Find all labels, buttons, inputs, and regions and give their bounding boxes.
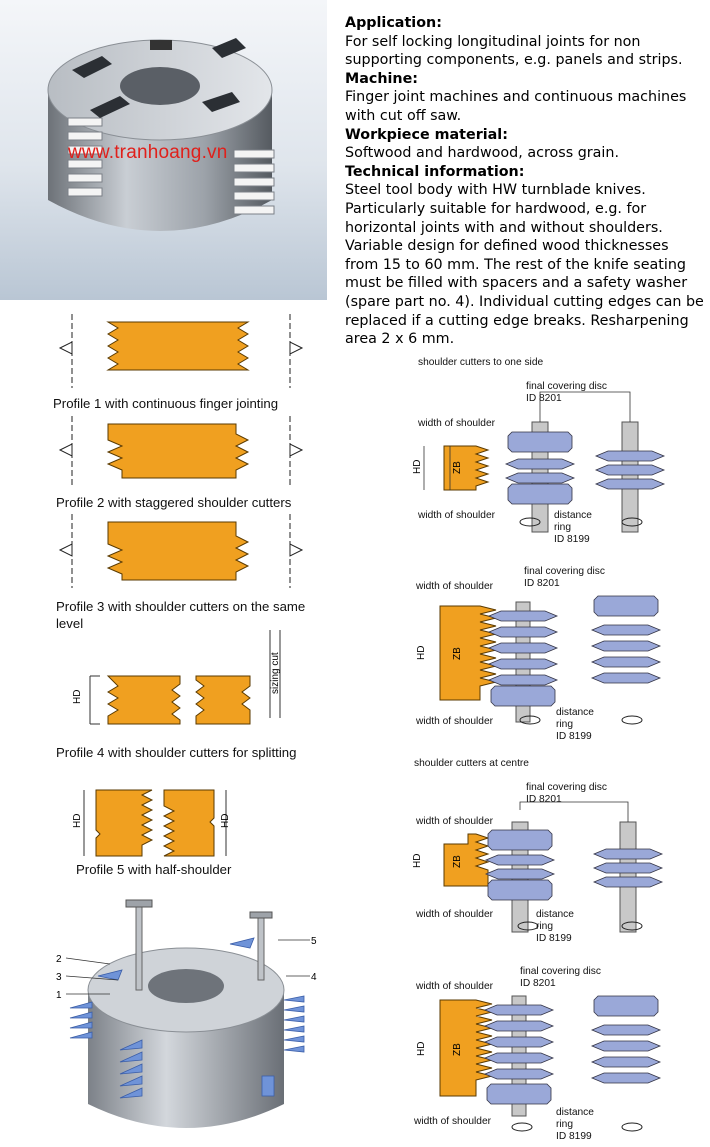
d3-final-disc-label: final covering disc: [526, 782, 607, 793]
part-label-3: 3: [56, 972, 62, 983]
profile-1-board: [106, 321, 250, 371]
d3-width-shoulder-top: width of shoulder: [416, 816, 494, 827]
profile-4-right-board: [195, 675, 251, 725]
d4-width-shoulder-top: width of shoulder: [416, 981, 494, 992]
d4-final-disc-label: final covering disc: [520, 966, 601, 977]
section-centre-heading: shoulder cutters at centre: [414, 758, 529, 769]
profile-5-left-board: [95, 789, 154, 857]
diagram-4-hd: HD: [416, 1042, 427, 1056]
d3-id-8199: ID 8199: [536, 933, 572, 944]
d3-id-8201: ID 8201: [526, 794, 562, 805]
sizing-cut-label: sizing cut: [270, 652, 281, 694]
d1-width-shoulder-top: width of shoulder: [418, 418, 496, 429]
d2-id-8201: ID 8201: [524, 578, 560, 589]
d4-distance: distance: [556, 1107, 594, 1118]
d3-ring: ring: [536, 921, 553, 932]
profile-5-hd-right-label: HD: [220, 814, 231, 828]
d1-final-disc-label: final covering disc: [526, 381, 607, 392]
diagram-3-zb: ZB: [452, 855, 463, 868]
diagram-3: HD ZB: [412, 801, 663, 933]
cutter-head-illustration: [47, 38, 275, 231]
diagram-1: HD ZB: [412, 391, 665, 533]
diagram-1-zb: ZB: [452, 461, 463, 474]
workpiece-text: Softwood and hardwood, across grain.: [345, 145, 620, 162]
part-label-2: 2: [56, 954, 62, 965]
section-one-side-heading: shoulder cutters to one side: [418, 357, 544, 368]
diagram-3-hd: HD: [412, 854, 423, 868]
part-label-4: 4: [311, 972, 317, 983]
d2-width-shoulder-bottom: width of shoulder: [416, 716, 494, 727]
workpiece-heading: Workpiece material:: [345, 126, 508, 143]
application-text: For self locking longitudinal joints for…: [345, 33, 683, 69]
d1-id-8201: ID 8201: [526, 393, 562, 404]
profile-3-board: [106, 521, 250, 581]
machine-heading: Machine:: [345, 70, 419, 87]
d4-width-shoulder-bottom: width of shoulder: [414, 1116, 492, 1127]
d1-width-shoulder-bottom: width of shoulder: [418, 510, 496, 521]
diagram-4: HD ZB: [416, 995, 661, 1117]
diagram-2: HD ZB: [416, 595, 661, 723]
diagram-4-zb: ZB: [452, 1043, 463, 1056]
d4-id-8199: ID 8199: [556, 1131, 592, 1142]
profile-4-hd-label: HD: [72, 690, 83, 704]
profile-5-hd-left-label: HD: [72, 814, 83, 828]
profile-1-caption: Profile 1 with continuous finger jointin…: [53, 396, 279, 411]
info-text-block: Application: For self locking longitudin…: [345, 14, 705, 349]
technical-heading: Technical information:: [345, 163, 525, 180]
diagram-1-hd: HD: [412, 460, 423, 474]
part-label-1: 1: [56, 990, 62, 1001]
diagram-2-hd: HD: [416, 646, 427, 660]
d2-distance: distance: [556, 707, 594, 718]
d2-ring: ring: [556, 719, 573, 730]
d3-distance: distance: [536, 909, 574, 920]
diagram-2-zb: ZB: [452, 647, 463, 660]
d4-id-8201: ID 8201: [520, 978, 556, 989]
tool-product-photo: [0, 0, 327, 300]
d3-width-shoulder-bottom: width of shoulder: [416, 909, 494, 920]
technical-text: Steel tool body with HW turnblade knives…: [345, 182, 704, 348]
shoulder-cutter-diagrams: HD ZB HD ZB HD ZB: [412, 391, 665, 1132]
d2-id-8199: ID 8199: [556, 731, 592, 742]
d1-id-8199: ID 8199: [554, 534, 590, 545]
machine-text: Finger joint machines and continuous mac…: [345, 89, 687, 124]
d2-final-disc-label: final covering disc: [524, 566, 605, 577]
profile-5-caption: Profile 5 with half-shoulder: [76, 862, 232, 877]
part-label-5: 5: [311, 936, 317, 947]
profile-5-right-board: [162, 789, 215, 857]
profile-4-caption: Profile 4 with shoulder cutters for spli…: [56, 745, 297, 760]
exploded-tool-illustration: 2 3 1 5 4: [56, 899, 317, 1128]
application-heading: Application:: [345, 15, 442, 31]
d1-distance: distance: [554, 510, 592, 521]
profile-4-left-board: [106, 675, 181, 725]
d4-ring: ring: [556, 1119, 573, 1130]
profiles-diagram: HD sizing cut HD HD: [58, 314, 304, 857]
d2-width-shoulder-top: width of shoulder: [416, 581, 494, 592]
profile-2-board: [106, 423, 250, 479]
profile-3-caption: Profile 3 with shoulder cutters on the s…: [56, 599, 306, 631]
profile-2-caption: Profile 2 with staggered shoulder cutter…: [56, 495, 292, 510]
d1-ring: ring: [554, 522, 571, 533]
watermark-url: www.tranhoang.vn: [68, 142, 228, 163]
